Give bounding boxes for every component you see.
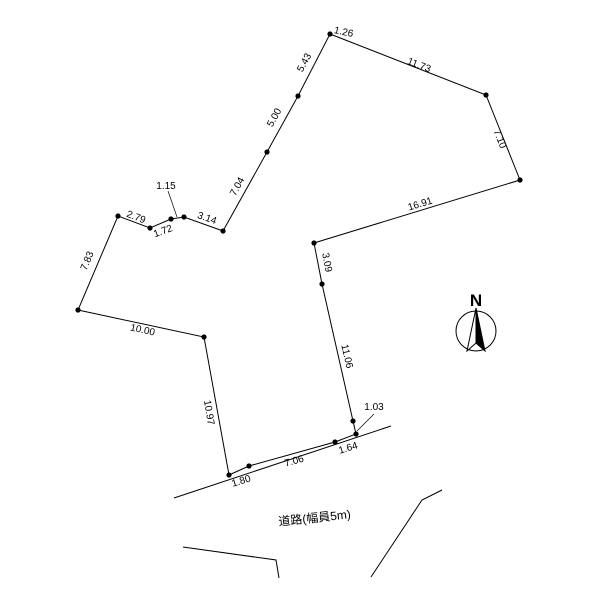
road-far-edge-left (182, 546, 280, 579)
dimension-label: 7.06 (283, 454, 305, 470)
dimension-label: 3.14 (196, 210, 218, 227)
vertex (319, 281, 325, 287)
vertex (75, 307, 81, 313)
vertex (327, 31, 333, 37)
vertex (147, 225, 153, 231)
north-label: N (470, 291, 482, 310)
leader-line-1-03 (356, 413, 375, 432)
north-arrow-icon: N (455, 291, 497, 353)
road-edge-line (173, 425, 392, 499)
dimension-label: 1.80 (230, 473, 252, 489)
vertex (264, 149, 270, 155)
dimension-label: 11.73 (406, 56, 433, 75)
dimension-label: 10.97 (201, 399, 216, 426)
vertex-markers (75, 31, 523, 478)
vertex (226, 472, 232, 478)
dimension-label: 11.06 (338, 343, 354, 370)
parcel-boundary (77, 33, 521, 476)
vertex (517, 177, 523, 183)
vertex (311, 240, 317, 246)
vertex (115, 213, 121, 219)
dimension-label: 1.03 (364, 402, 384, 413)
vertex (168, 216, 174, 222)
dimension-label: 7.10 (491, 128, 509, 151)
vertex (220, 228, 226, 234)
dimension-label: 10.00 (129, 323, 156, 339)
vertex (483, 92, 489, 98)
dimension-label: 7.83 (79, 250, 97, 273)
dimension-label: 1.15 (156, 181, 176, 192)
road-label: 道路(幅員5m) (278, 506, 352, 529)
vertex (181, 214, 187, 220)
leader-line-1-15 (167, 190, 178, 218)
vertex (295, 93, 301, 99)
dimension-label: 3.09 (319, 252, 334, 274)
road-far-edge-right (370, 489, 443, 578)
vertex (246, 463, 252, 469)
dimension-label: 2.79 (125, 209, 148, 226)
vertex (201, 334, 207, 340)
dimension-label: 1.26 (333, 25, 355, 40)
vertex (353, 431, 359, 437)
vertex (332, 439, 338, 445)
vertex (350, 418, 356, 424)
dimension-label: 7.04 (228, 175, 247, 198)
